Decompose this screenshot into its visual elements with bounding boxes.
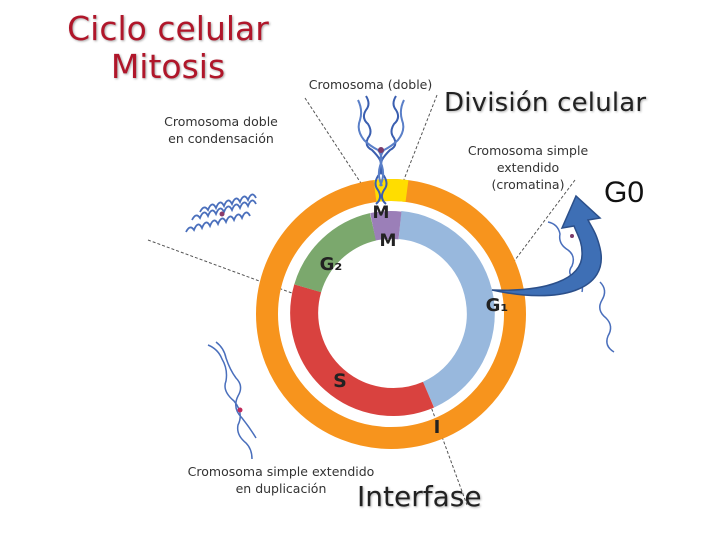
label-simple-extendido-line-1: Cromosoma simple bbox=[467, 143, 589, 158]
interfase-heading: Interfase bbox=[357, 480, 482, 513]
phase-label-inner-m: M bbox=[380, 231, 397, 251]
label-doble-condensacion: Cromosoma doble en condensación bbox=[146, 113, 296, 147]
connector-line-condensacion bbox=[147, 239, 301, 297]
slide-title: Ciclo celular Mitosis bbox=[56, 10, 280, 86]
division-celular-heading: División celular bbox=[444, 88, 647, 118]
condensing-chromosome-icon bbox=[185, 193, 257, 233]
phase-label-g1: G₁ bbox=[486, 295, 509, 316]
label-simple-extendido-line-2: extendido bbox=[496, 160, 560, 175]
label-duplicacion-line-2: en duplicación bbox=[235, 481, 327, 496]
inner-ring-m bbox=[370, 211, 402, 241]
label-simple-extendido: Cromosoma simple extendido (cromatina) bbox=[448, 142, 608, 193]
phase-label-s: S bbox=[333, 370, 347, 392]
g0-label: G0 bbox=[604, 176, 645, 209]
inner-ring-s bbox=[290, 284, 435, 416]
label-duplicacion: Cromosoma simple extendido en duplicació… bbox=[158, 463, 404, 497]
duplicating-chromosome-icon bbox=[207, 341, 257, 460]
phase-label-outer-m: M bbox=[373, 203, 390, 223]
double-chromosome-icon bbox=[357, 95, 405, 205]
inner-ring-g1 bbox=[398, 211, 495, 408]
phase-label-g2: G₂ bbox=[320, 254, 343, 275]
g0-arrow-icon bbox=[491, 194, 603, 297]
inner-ring-g2 bbox=[294, 213, 377, 293]
label-duplicacion-line-1: Cromosoma simple extendido bbox=[187, 464, 375, 479]
connector-line-division bbox=[395, 94, 438, 201]
label-simple-extendido-line-3: (cromatina) bbox=[491, 177, 565, 192]
outer-ring-m-segment bbox=[373, 178, 409, 202]
title-line-2: Mitosis bbox=[110, 47, 226, 86]
label-doble-condensacion-line-1: Cromosoma doble bbox=[164, 114, 278, 129]
label-doble-condensacion-line-2: en condensación bbox=[168, 131, 274, 146]
title-line-1: Ciclo celular bbox=[67, 9, 269, 48]
label-cromosoma-doble: Cromosoma (doble) bbox=[308, 77, 433, 92]
connector-line-cromatina bbox=[499, 179, 576, 281]
phase-label-i: I bbox=[434, 417, 441, 438]
